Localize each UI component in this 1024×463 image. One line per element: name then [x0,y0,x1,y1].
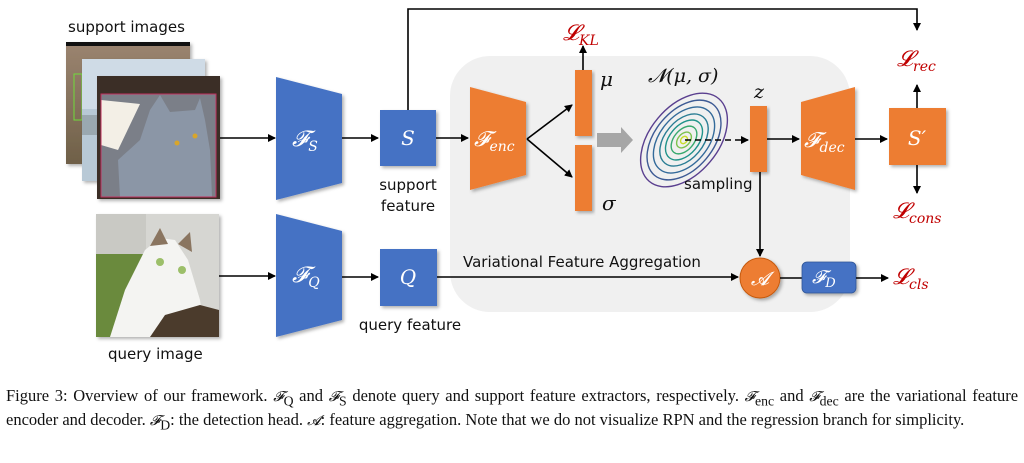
aggregation-node: 𝓐 [739,257,781,299]
loss-rec: 𝓛rec [897,47,936,75]
fs-extractor-block: 𝓕S [276,77,342,200]
svg-text:𝓕Q: 𝓕Q [292,263,320,291]
vfa-label: Variational Feature Aggregation [463,253,701,271]
normal-dist-label: 𝓝(μ, σ) [648,65,718,87]
mu-vector [575,70,592,136]
gaussian-contour-plot [639,92,729,188]
sigma-label: σ [602,191,617,215]
support-feature-label-2: feature [381,197,435,215]
loss-cons: 𝓛cons [893,199,941,227]
support-feature-label-1: support [379,176,437,194]
query-feature-block: Q [380,249,437,306]
fq-extractor-block: 𝓕Q [276,214,342,337]
sigma-vector [575,145,592,211]
query-image [96,214,219,337]
fd-detection-head-block: 𝓕D [801,261,857,294]
arrow-fenc-to-sigma [526,138,573,178]
z-label: z [753,81,765,103]
figure-caption: Figure 3: Overview of our framework. 𝓕Q … [6,386,1019,433]
svg-text:𝓐: 𝓐 [751,268,775,290]
fdec-decoder-block: 𝓕dec [801,87,855,190]
framework-diagram: support images query image 𝓕S [66,8,946,363]
arrow-s-to-lrec [407,8,921,110]
mu-label: μ [600,67,613,91]
support-feature-block: S [380,110,436,166]
arrow-fenc-to-mu [526,104,573,140]
svg-text:S: S [401,126,415,150]
z-vector [750,106,767,172]
fs-sub: S [308,139,318,155]
sampling-label: sampling [684,175,753,193]
svg-text:S′: S′ [908,126,927,150]
fenc-encoder-block: 𝓕enc [470,87,526,190]
query-feature-label: query feature [359,316,461,334]
support-image-stack [66,42,220,199]
loss-cls: 𝓛cls [893,265,929,293]
reconstructed-feature-block: S′ [889,108,946,165]
svg-text:Q: Q [400,265,416,289]
support-images-label: support images [68,18,185,36]
loss-kl: 𝓛KL [563,21,599,49]
gray-arrow [597,127,633,153]
vfa-panel [450,56,850,312]
query-image-label: query image [108,345,203,363]
